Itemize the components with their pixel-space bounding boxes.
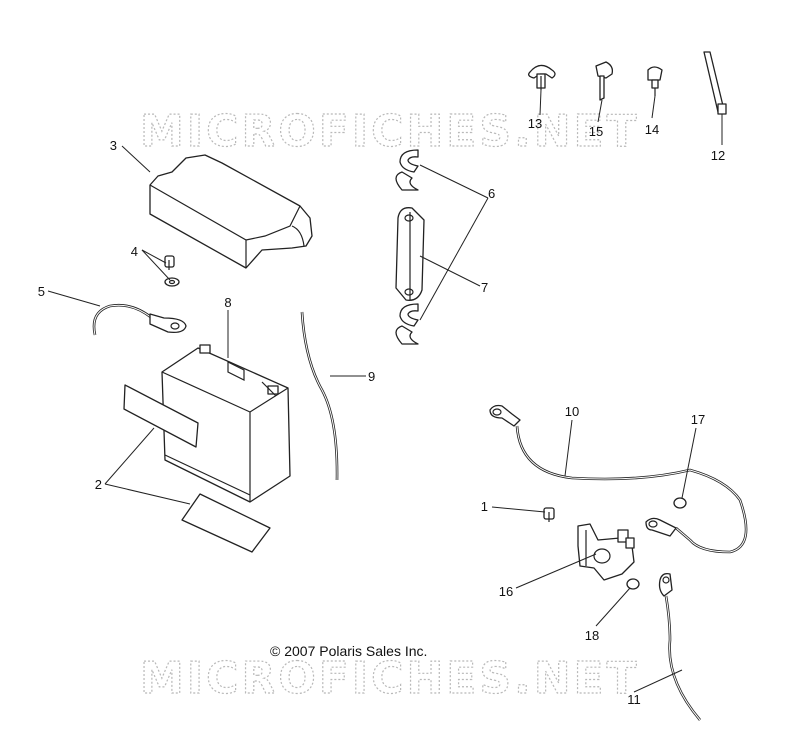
battery [161, 344, 291, 503]
copyright-text: © 2007 Polaris Sales Inc. [270, 643, 427, 659]
callout-4: 4 [131, 244, 138, 259]
bracket [395, 207, 425, 301]
short-cable [92, 303, 187, 336]
push-clip [528, 64, 556, 90]
lower-cable [658, 572, 701, 721]
callout-7: 7 [481, 280, 488, 295]
callout-5: 5 [38, 284, 45, 299]
callout-16: 16 [499, 584, 513, 599]
clip-bottom [395, 303, 419, 345]
callout-9: 9 [368, 369, 375, 384]
bolt [543, 507, 555, 522]
callout-2: 2 [95, 477, 102, 492]
nut-17 [673, 497, 687, 509]
callout-14: 14 [645, 122, 659, 137]
callout-18: 18 [585, 628, 599, 643]
cable-clip [595, 61, 614, 101]
clip-top [395, 149, 419, 191]
callout-1: 1 [481, 499, 488, 514]
leader-lines [47, 89, 723, 693]
callout-12: 12 [711, 148, 725, 163]
watermark-bottom: MICROFICHES.NET [140, 653, 640, 704]
callout-3: 3 [110, 138, 117, 153]
watermark-top: MICROFICHES.NET [140, 106, 640, 157]
callout-11: 11 [627, 692, 641, 707]
callout-17: 17 [691, 412, 705, 427]
callout-6: 6 [488, 186, 495, 201]
solenoid [577, 523, 635, 581]
callout-8: 8 [224, 295, 231, 310]
callout-10: 10 [565, 404, 579, 419]
screw-washer [164, 255, 180, 287]
long-cable [489, 404, 748, 554]
cable-tie [703, 51, 727, 115]
nut-18 [626, 578, 640, 590]
battery-cover [149, 154, 313, 269]
tie-clip [647, 66, 663, 96]
callout-13: 13 [528, 116, 542, 131]
vent-tube [300, 311, 339, 481]
label-stickers [123, 384, 271, 553]
callout-15: 15 [589, 124, 603, 139]
